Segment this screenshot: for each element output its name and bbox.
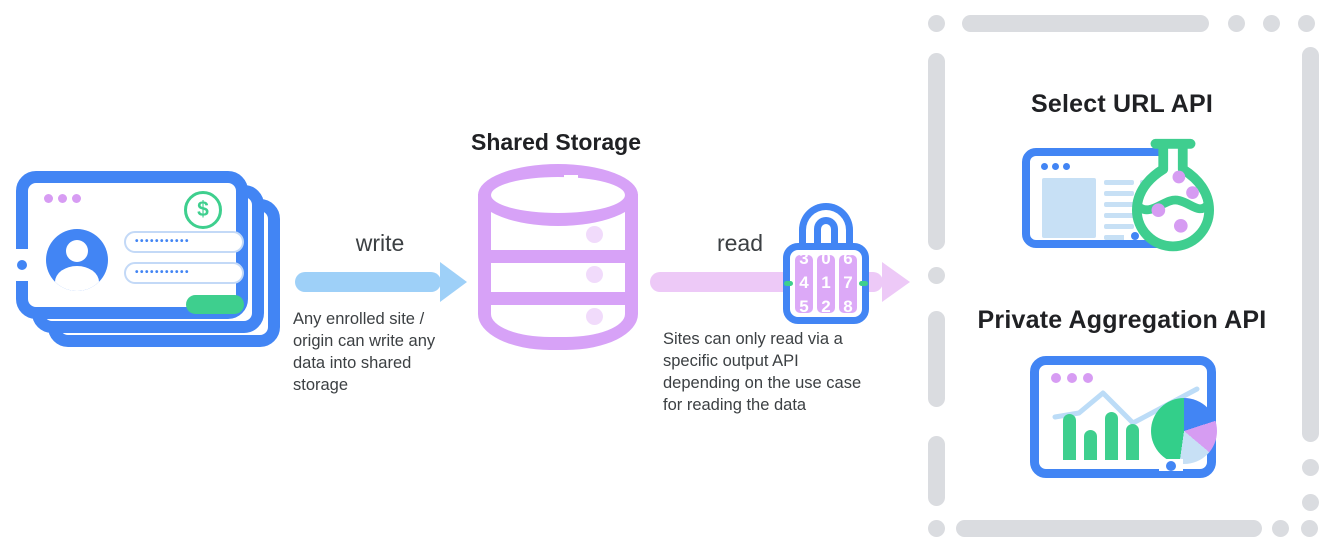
write-arrow-head: [440, 262, 467, 302]
login-button: [186, 295, 244, 314]
border-break-dot: [16, 249, 28, 281]
pie-chart-icon: [1151, 398, 1217, 464]
private-aggregation-api-title: Private Aggregation API: [977, 306, 1267, 334]
border-break-dot: [1159, 459, 1183, 471]
write-label: write: [355, 230, 405, 256]
window-controls-dots: [44, 194, 81, 203]
password-field: •••••••••••: [124, 262, 244, 284]
masked-text: •••••••••••: [135, 267, 191, 278]
write-arrow: [295, 272, 441, 292]
masked-text: •••••••••••: [135, 236, 191, 247]
select-url-api-title: Select URL API: [1030, 90, 1214, 118]
lock-dash-left: [784, 281, 793, 286]
shared-storage-title: Shared Storage: [471, 129, 641, 155]
read-arrow-head: [882, 262, 910, 302]
username-field: •••••••••••: [124, 231, 244, 253]
database-icon: [478, 164, 638, 350]
avatar-icon: [46, 229, 108, 291]
flask-icon: [1131, 138, 1215, 252]
read-label: read: [716, 230, 764, 256]
browser-window-login: $ ••••••••••• •••••••••••: [16, 171, 248, 319]
dollar-icon: $: [184, 191, 222, 229]
analytics-dashboard-icon: [1030, 356, 1217, 478]
border-break-dot: [1124, 230, 1146, 240]
lock-dash-right: [859, 281, 868, 286]
enrolled-sites-icon: $ ••••••••••• •••••••••••: [16, 171, 316, 366]
read-caption: Sites can only read via a specific outpu…: [663, 330, 862, 414]
select-url-api-icon: [1022, 136, 1222, 260]
write-caption: Any enrolled site / origin can write any…: [293, 310, 436, 394]
